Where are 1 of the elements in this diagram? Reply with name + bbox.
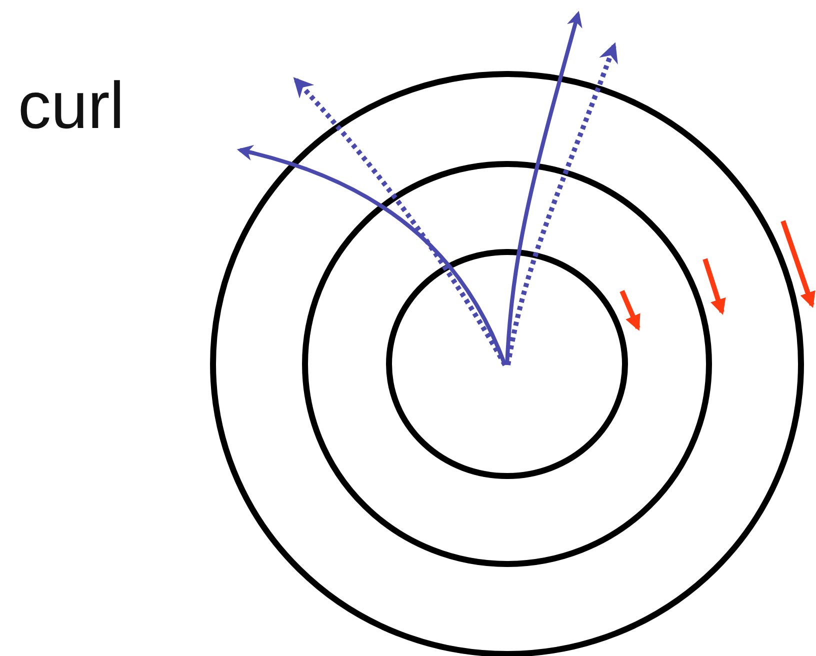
- title: curl: [18, 72, 124, 138]
